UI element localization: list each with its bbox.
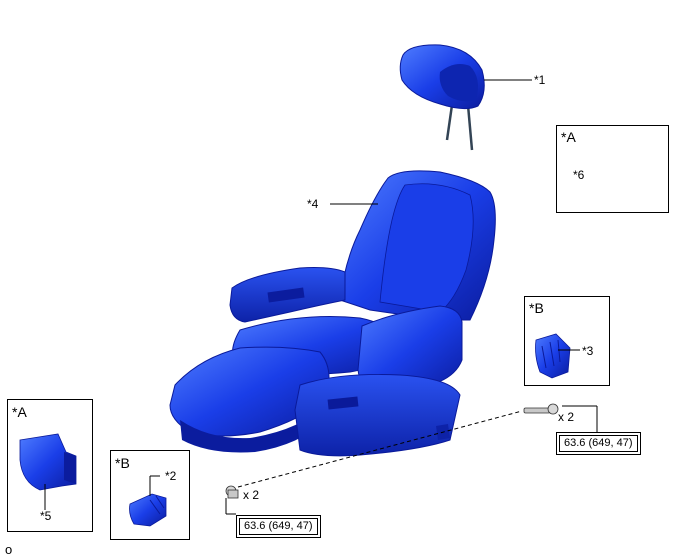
torque-spec-right: 63.6 (649, 47) xyxy=(556,432,641,455)
bolt-right xyxy=(523,403,559,415)
inset-a-top: *A *6 xyxy=(556,125,669,213)
inset-a-left-tag: *A xyxy=(12,404,27,420)
inset-b-right-tag: *B xyxy=(529,300,544,316)
callout-1: *1 xyxy=(534,73,546,87)
callout-2: *2 xyxy=(165,469,177,483)
callout-5: *5 xyxy=(40,509,52,523)
inset-a-left: *A *5 xyxy=(7,399,93,532)
torque-spec-left-value: 63.6 (649, 47) xyxy=(239,518,318,535)
inset-a-top-tag: *A xyxy=(561,129,576,145)
bracket-part-2 xyxy=(129,493,167,527)
inset-b-right: *B xyxy=(524,296,610,386)
torque-spec-right-value: 63.6 (649, 47) xyxy=(559,435,638,452)
bracket-part-3 xyxy=(535,333,571,379)
cover-part-5 xyxy=(19,433,77,491)
callout-3: *3 xyxy=(582,344,594,358)
callout-6: *6 xyxy=(573,168,585,182)
headrest-part xyxy=(399,44,485,151)
callout-4: *4 xyxy=(307,197,319,211)
torque-spec-left: 63.6 (649, 47) xyxy=(236,515,321,538)
seat-assembly-part xyxy=(169,170,496,457)
inset-b-bottom-tag: *B xyxy=(115,455,130,471)
qty-left: x 2 xyxy=(243,488,260,502)
footer-mark: o xyxy=(5,542,13,557)
qty-right: x 2 xyxy=(558,410,575,424)
inset-b-bottom: *B *2 xyxy=(110,450,190,540)
bolt-left xyxy=(225,485,239,499)
